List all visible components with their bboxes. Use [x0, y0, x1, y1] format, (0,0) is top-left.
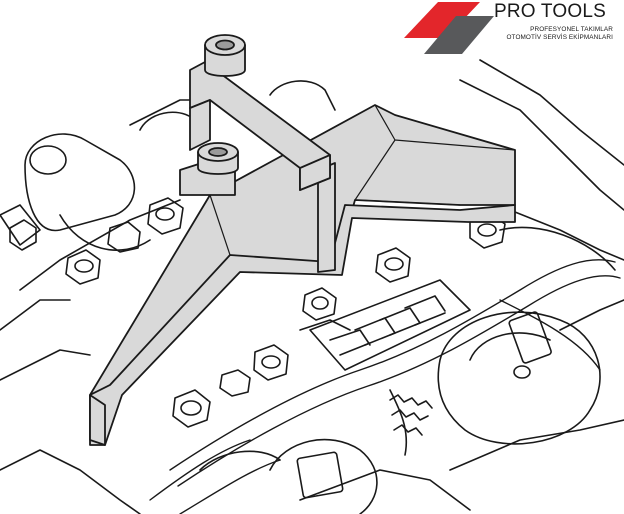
tool-bolts — [197, 34, 246, 175]
pro-tools-logo-icon — [404, 2, 494, 54]
brand-name: PRO TOOLS — [494, 1, 606, 22]
brand-tagline-line-1: PROFESYONEL TAKIMLAR — [530, 26, 613, 33]
camshaft-alignment-tool — [89, 61, 516, 446]
lower-sprocket — [199, 389, 408, 514]
camshaft-left — [0, 80, 336, 251]
timing-chain — [149, 259, 621, 514]
crank-gear — [389, 394, 433, 436]
brand-tagline-line-2: OTOMOTİV SERVİS EKİPMANLARI — [506, 34, 613, 41]
engine-head-outline — [0, 59, 624, 514]
chain-guide — [309, 279, 471, 371]
tool-edges — [209, 104, 516, 256]
hex-bolts — [65, 197, 506, 428]
